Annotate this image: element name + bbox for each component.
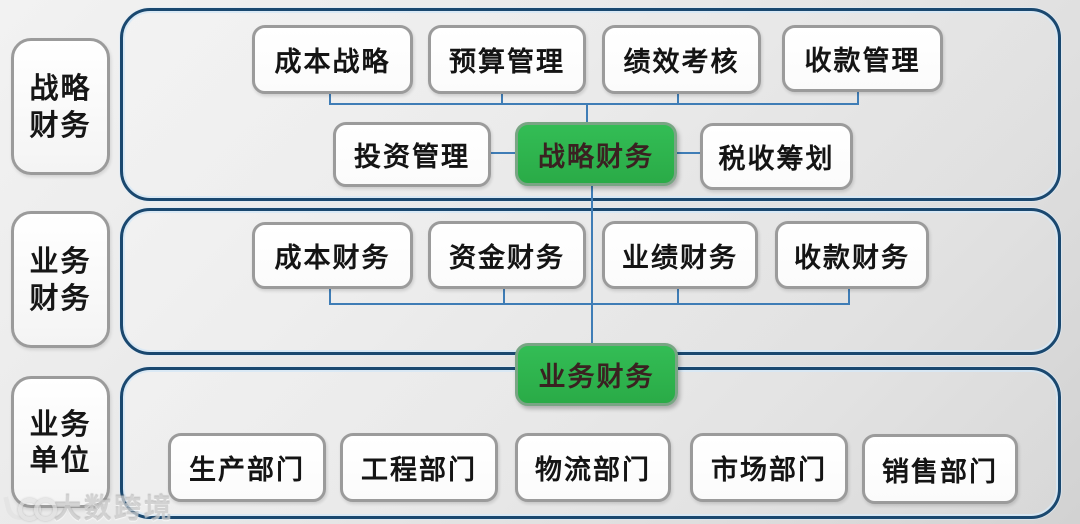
watermark-text: 大数跨境 (54, 494, 174, 524)
connector-drop-to-strategic-hub (586, 103, 588, 122)
node-cost-strategy: 成本战略 (252, 25, 413, 94)
connector-bus-business-finance (329, 303, 850, 305)
node-market-dept: 市场部门 (690, 433, 848, 502)
side-label-line: 业务 (29, 406, 92, 441)
side-label-line: 财务 (29, 280, 92, 315)
connector-spine-strategic-to-business (591, 181, 593, 343)
watermark-rings-bird-logo-icon (3, 491, 57, 523)
side-label-line: 财务 (29, 107, 92, 142)
node-performance-finance: 业绩财务 (602, 221, 758, 289)
connector-hub-to-tax (672, 152, 700, 154)
node-budget-management: 预算管理 (428, 25, 586, 94)
connector-stub-performance-review (677, 88, 679, 103)
node-collection-management: 收款管理 (782, 25, 943, 92)
connector-stub-cost-strategy (329, 88, 331, 103)
connector-stub-budget-mgmt (501, 88, 503, 103)
watermark: 大数跨境 (3, 487, 174, 524)
node-logistics-dept: 物流部门 (515, 433, 671, 502)
side-label-business-units: 业务 单位 (11, 376, 110, 508)
node-engineering-dept: 工程部门 (340, 433, 498, 502)
node-performance-review: 绩效考核 (602, 25, 761, 94)
connector-stub-performance-finance (677, 284, 679, 304)
connector-stub-funds-finance (503, 284, 505, 304)
side-label-line: 战略 (29, 71, 92, 106)
side-label-business-finance: 业务 财务 (11, 211, 110, 348)
node-business-finance-hub: 业务财务 (515, 343, 678, 406)
node-sales-dept: 销售部门 (862, 434, 1018, 504)
connector-stub-collection-finance (848, 284, 850, 304)
node-investment-management: 投资管理 (333, 122, 491, 187)
node-tax-planning: 税收筹划 (700, 123, 853, 190)
connector-bus-strategic (329, 103, 859, 105)
connector-stub-collection-mgmt (857, 86, 859, 103)
node-collection-finance: 收款财务 (775, 221, 929, 289)
connector-investment-to-hub (486, 152, 515, 154)
node-production-dept: 生产部门 (168, 433, 326, 502)
node-strategic-finance-hub: 战略财务 (515, 122, 677, 186)
connector-stub-cost-finance (329, 284, 331, 304)
node-cost-finance: 成本财务 (252, 222, 413, 289)
side-label-strategic-finance: 战略 财务 (11, 38, 110, 175)
side-label-line: 单位 (29, 443, 92, 477)
side-label-line: 业务 (29, 244, 92, 279)
node-funds-finance: 资金财务 (428, 221, 586, 289)
